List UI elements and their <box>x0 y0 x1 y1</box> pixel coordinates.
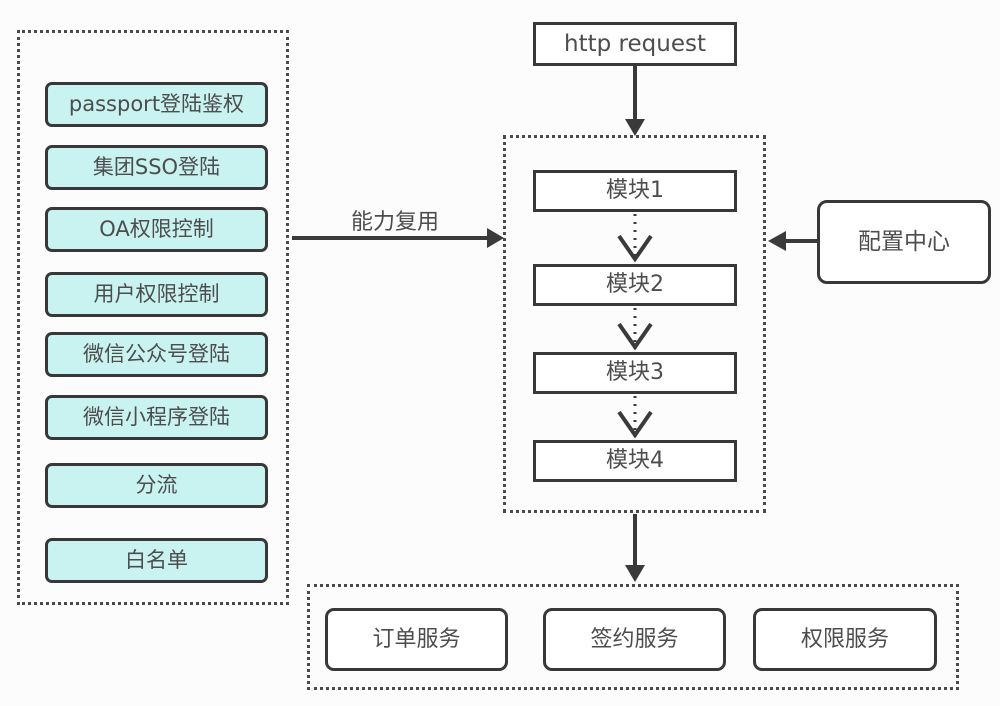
http-request-box: http request <box>533 22 737 66</box>
capability-box-oa-permission: OA权限控制 <box>45 207 268 252</box>
module-pipeline-panel <box>503 135 766 513</box>
capability-box-sso-login: 集团SSO登陆 <box>45 145 268 190</box>
capability-box-whitelist: 白名单 <box>45 538 268 583</box>
capability-box-wechat-miniapp: 微信小程序登陆 <box>45 395 268 440</box>
service-box-order: 订单服务 <box>325 608 508 671</box>
config-center-arrow <box>768 231 818 251</box>
capability-box-wechat-official: 微信公众号登陆 <box>45 332 268 377</box>
module-4-box: 模块4 <box>533 440 737 482</box>
service-box-permission: 权限服务 <box>753 608 937 671</box>
pipeline-to-services-arrow <box>625 514 645 582</box>
capability-box-user-permission: 用户权限控制 <box>45 272 268 317</box>
http-request-arrow <box>625 66 645 136</box>
module-2-box: 模块2 <box>533 264 737 306</box>
module-3-box: 模块3 <box>533 352 737 394</box>
module-1-box: 模块1 <box>533 170 737 212</box>
capability-box-passport-auth: passport登陆鉴权 <box>45 82 268 127</box>
capability-panel <box>17 30 289 605</box>
reuse-arrow-label: 能力复用 <box>350 210 439 235</box>
capability-box-traffic-split: 分流 <box>45 463 268 508</box>
config-center-box: 配置中心 <box>817 200 991 284</box>
services-panel <box>307 584 959 690</box>
service-box-contract: 签约服务 <box>543 608 726 671</box>
